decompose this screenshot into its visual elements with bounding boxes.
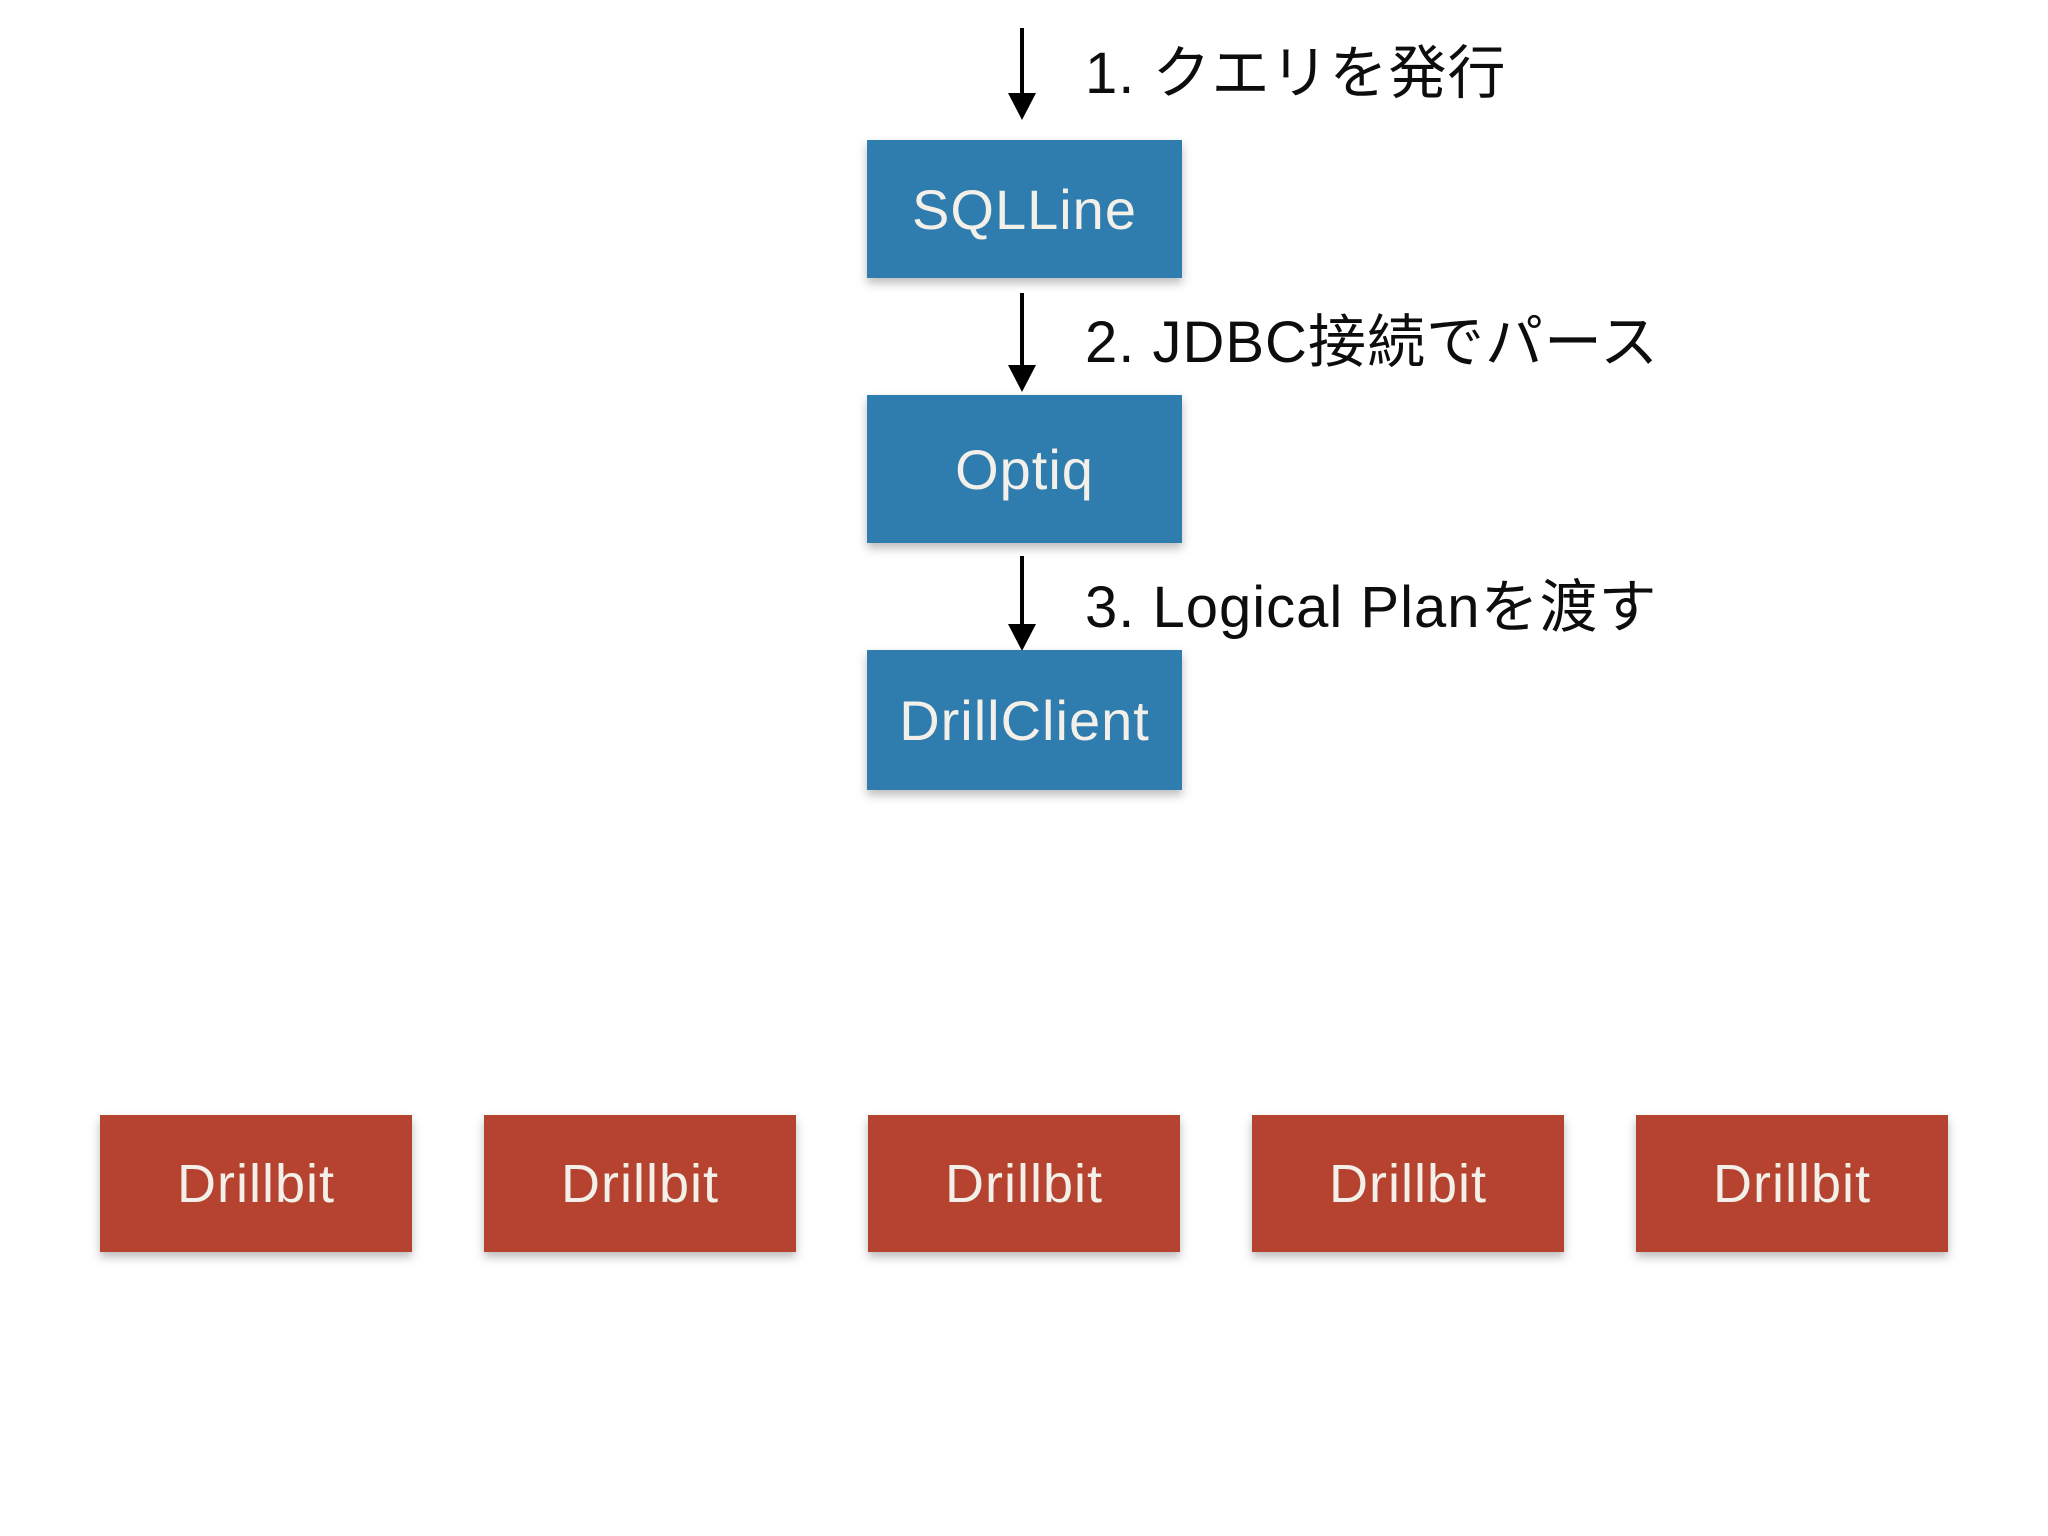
sqlline-node: SQLLine — [867, 140, 1182, 278]
drillbit-node: Drillbit — [1252, 1115, 1564, 1252]
optiq-node: Optiq — [867, 395, 1182, 543]
arrow-shaft — [1020, 293, 1024, 365]
arrow-head — [1008, 365, 1036, 392]
arrow-head — [1008, 93, 1036, 120]
drillbit-node: Drillbit — [100, 1115, 412, 1252]
arrow-shaft — [1020, 28, 1024, 93]
step-1-label: 1. クエリを発行 — [1085, 41, 1507, 106]
arrow-down-icon — [1008, 556, 1036, 651]
drillclient-node: DrillClient — [867, 650, 1182, 790]
arrow-shaft — [1020, 556, 1024, 624]
step-2-label: 2. JDBC接続でパース — [1085, 310, 1660, 375]
drillbit-node: Drillbit — [868, 1115, 1180, 1252]
arrow-head — [1008, 624, 1036, 651]
arrow-down-icon — [1008, 28, 1036, 120]
arrow-down-icon — [1008, 293, 1036, 392]
step-3-label: 3. Logical Planを渡す — [1085, 575, 1658, 640]
drillbit-node: Drillbit — [1636, 1115, 1948, 1252]
drillbit-node: Drillbit — [484, 1115, 796, 1252]
